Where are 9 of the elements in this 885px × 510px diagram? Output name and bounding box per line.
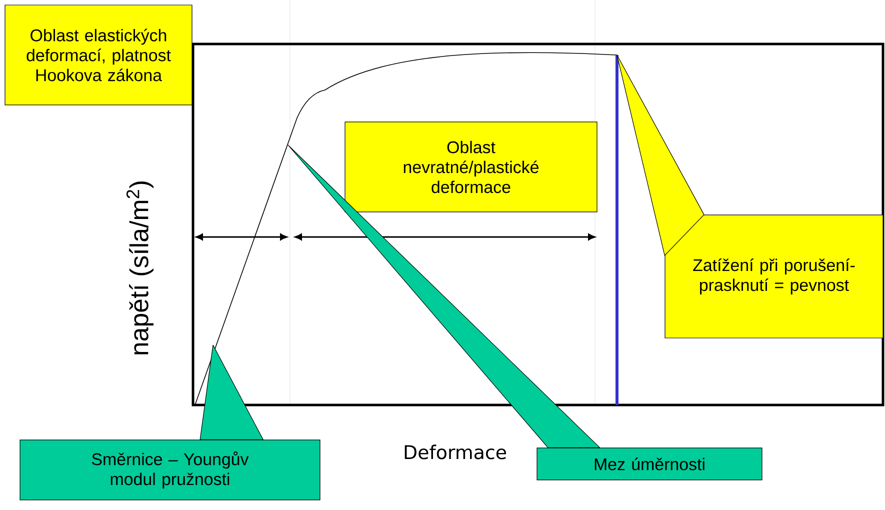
callout-box: Mez úměrnosti <box>536 448 762 480</box>
callout-pointer <box>616 54 704 256</box>
axis-label: napětí (síla/m$^{2}$) <box>126 182 154 354</box>
callout-pointer <box>288 144 600 448</box>
axis-label: Deformace <box>404 444 506 460</box>
callout-box: Oblast elastických deformací, platnost Hookova zákona <box>4 4 192 106</box>
callout-pointer <box>200 344 264 440</box>
callout-box: Zatížení při porušení-prasknutí = pevnost <box>664 214 884 338</box>
callout-box: Oblast nevratné/plastické deformace <box>344 122 598 212</box>
